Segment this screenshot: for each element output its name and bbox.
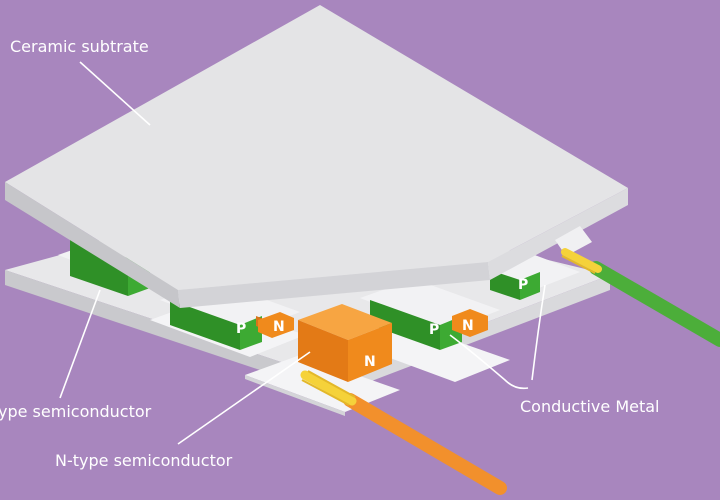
p-letter-1: P (236, 321, 246, 337)
p-letter-2: P (429, 322, 439, 338)
ceramic-substrate-label: Ceramic subtrate (10, 37, 149, 56)
n-type-label: N-type semiconductor (55, 451, 233, 470)
n-type-pellet-right: N (452, 309, 488, 337)
ceramic-leader (79, 61, 151, 126)
n-letter-1: N (273, 319, 285, 335)
orange-wire (300, 370, 507, 495)
n-letter-2: N (462, 318, 474, 334)
n-type-pellet-exposed: N (298, 304, 392, 382)
p-type-label: ype semiconductor (0, 402, 152, 421)
conductive-leader-2 (531, 284, 546, 381)
conductive-leader-1 (449, 334, 529, 390)
n-type-leader (177, 351, 311, 445)
green-wire (561, 248, 720, 347)
n-letter-3: N (364, 354, 376, 370)
conductive-metal-label: Conductive Metal (520, 397, 659, 416)
p-type-pellet-far-right: P (490, 270, 540, 300)
p-letter-3: P (518, 277, 528, 293)
leader-lines (59, 61, 546, 445)
n-type-pellet-middle: N (256, 312, 294, 338)
p-type-leader (59, 289, 101, 399)
top-ceramic-plate (5, 5, 628, 308)
